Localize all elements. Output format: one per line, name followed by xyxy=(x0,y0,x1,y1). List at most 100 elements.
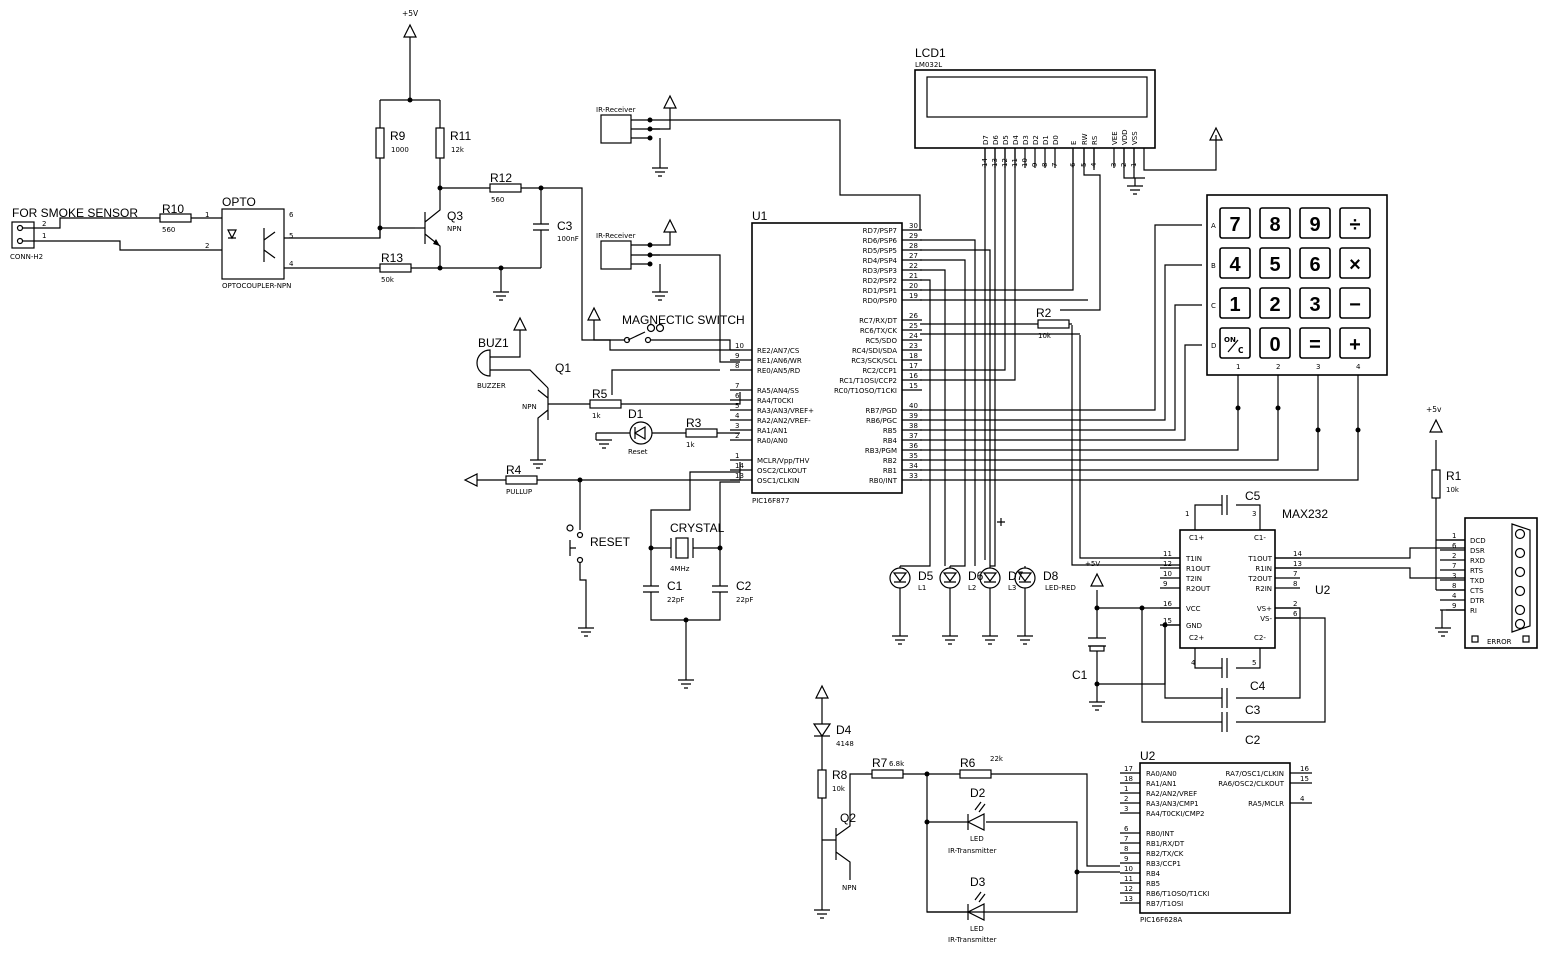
keypad-row-label: C xyxy=(1211,302,1216,310)
u1-pin-name: RC2/CCP1 xyxy=(862,367,897,375)
u1-pin-number: 40 xyxy=(909,402,918,410)
u1-pin-name: RC4/SDI/SDA xyxy=(852,347,897,355)
u2-pin-name: RA2/AN2/VREF xyxy=(1146,790,1197,798)
u1-pin-name: OSC2/CLKOUT xyxy=(757,467,807,475)
reset-led: D1 Reset R3 1k xyxy=(595,407,740,456)
led-body xyxy=(889,567,911,589)
u2-pin-name: RA7/OSC1/CLKIN xyxy=(1225,770,1284,778)
crystal-val: 4MHz xyxy=(670,565,690,573)
u1-pin-number: 28 xyxy=(909,242,918,250)
lcd-pin-number: 7 xyxy=(1051,163,1059,167)
max232: MAX232 U2 11T1IN12R1OUT10T2IN9R2OUT16VCC… xyxy=(1160,507,1331,667)
u2-pin-number: 13 xyxy=(1124,895,1133,903)
d4-ref: D4 xyxy=(836,723,852,737)
u1-pin-number: 17 xyxy=(909,362,918,370)
u1-pin-name: RB6/PGC xyxy=(866,417,897,425)
lcd-pin-name: D0 xyxy=(1052,135,1060,145)
led-val: L1 xyxy=(918,584,926,592)
u1-pin-name: RB5 xyxy=(883,427,897,435)
c4-ref: C4 xyxy=(1250,679,1266,693)
r3-ref: R3 xyxy=(686,416,702,430)
r11-val: 12k xyxy=(451,146,465,154)
buz-part: BUZZER xyxy=(477,382,506,390)
u1-pin-number: 10 xyxy=(735,342,744,350)
db9-pin-name: DTR xyxy=(1470,597,1485,605)
db9-label: ERROR xyxy=(1487,638,1512,646)
r4-label: PULLUP xyxy=(506,488,532,496)
u1-pin-number: 30 xyxy=(909,222,918,230)
u2-pin-number: 18 xyxy=(1124,775,1133,783)
irrx2-label: IR-Receiver xyxy=(596,232,636,240)
lcd-pin-name: D2 xyxy=(1032,135,1040,145)
max232-pin-name: R1IN xyxy=(1255,565,1272,573)
keypad-key xyxy=(1299,207,1331,239)
d8-val: LED-RED xyxy=(1045,584,1076,592)
led-body xyxy=(939,567,961,589)
u1-pin-name: RE1/AN6/WR xyxy=(757,357,802,365)
u2-pin-number: 16 xyxy=(1300,765,1309,773)
lcd-pin-name: D5 xyxy=(1002,135,1010,145)
max232-pin-name: R2OUT xyxy=(1186,585,1211,593)
u1-pin-name: RC3/SCK/SCL xyxy=(851,357,897,365)
lcd-pin-name: VDD xyxy=(1121,129,1129,145)
keypad-key-label: = xyxy=(1309,334,1321,356)
u1-pin-name: RA3/AN3/VREF+ xyxy=(757,407,814,415)
u2-pin-number: 6 xyxy=(1124,825,1129,833)
max232-pin-name: T2OUT xyxy=(1247,575,1272,583)
keypad-key xyxy=(1259,327,1291,359)
max232-cap-pin-name: C1+ xyxy=(1189,534,1204,542)
keypad-key-label: 4 xyxy=(1229,254,1241,276)
max232-part: MAX232 xyxy=(1282,507,1328,521)
u1-pin-number: 19 xyxy=(909,292,918,300)
lcd-pin-name: D6 xyxy=(992,135,1000,145)
u2-pin-name: RB2/TX/CK xyxy=(1146,850,1184,858)
d1-ref: D1 xyxy=(628,407,644,421)
u1-pin-number: 5 xyxy=(735,402,739,410)
c1b-ref: C1 xyxy=(1072,668,1088,682)
keypad-key-label: + xyxy=(1349,334,1361,356)
keypad-col-label: 3 xyxy=(1316,363,1320,371)
keypad-key xyxy=(1219,247,1251,279)
max232-pin-number: 8 xyxy=(1293,580,1297,588)
max232-pin-number: 6 xyxy=(1293,610,1298,618)
buz-ref: BUZ1 xyxy=(478,336,509,350)
keypad-key-label: − xyxy=(1349,294,1361,316)
db9-pin-name: DSR xyxy=(1470,547,1485,555)
db9-socket xyxy=(1514,547,1526,559)
db9-pin-name: TXD xyxy=(1469,577,1484,585)
db9-pin-number: 3 xyxy=(1452,572,1456,580)
r8-val: 10k xyxy=(832,785,846,793)
max232-cap-pin-name: C2+ xyxy=(1189,634,1204,642)
max232-cap-pin-name: C2- xyxy=(1254,634,1266,642)
u1-pin-name: OSC1/CLKIN xyxy=(757,477,799,485)
c1-ref: C1 xyxy=(667,579,683,593)
keypad-col-label: 1 xyxy=(1236,363,1240,371)
db9-socket xyxy=(1514,566,1526,578)
max232-cap-pin-number: 1 xyxy=(1185,510,1189,518)
max232-pin-number: 11 xyxy=(1163,550,1172,558)
u2-ref: U2 xyxy=(1140,749,1156,763)
r13-val: 50k xyxy=(381,276,395,284)
crystal-section: CRYSTAL 4MHz C1 22pF C2 22pF xyxy=(643,471,753,689)
max232-pin-number: 14 xyxy=(1293,550,1302,558)
u1-pin-name: RC5/SDO xyxy=(865,337,897,345)
u1-pin-number: 26 xyxy=(909,312,918,320)
lcd-pin-name: E xyxy=(1070,141,1078,145)
max232-pin-name: GND xyxy=(1186,622,1202,630)
smoke-sensor-section: FOR SMOKE SENSOR CONN-H2 2 1 R10 560 OPT… xyxy=(10,195,381,290)
q3-type: NPN xyxy=(447,225,462,233)
max232-pin-number: 9 xyxy=(1163,580,1167,588)
keypad-key xyxy=(1259,207,1291,239)
conn-label: CONN-H2 xyxy=(10,253,43,261)
db9-pin-number: 2 xyxy=(1452,552,1456,560)
svg-text:1: 1 xyxy=(205,211,209,219)
opto-ref: OPTO xyxy=(222,195,256,209)
u1-pin-number: 4 xyxy=(735,412,740,420)
c3-ref: C3 xyxy=(557,219,573,233)
u2-pin-number: 9 xyxy=(1124,855,1128,863)
lcd-data-bus xyxy=(650,119,1088,567)
